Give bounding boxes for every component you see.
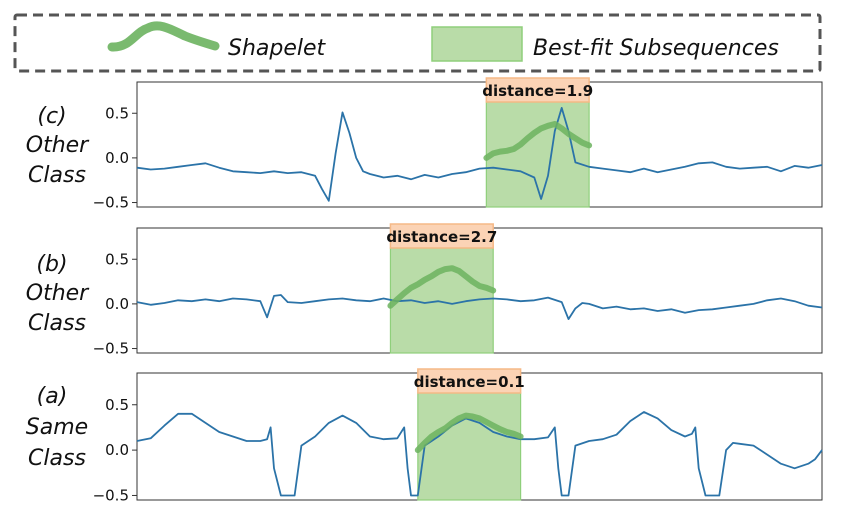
- panel-a-ytick-label: 0.5: [105, 396, 129, 414]
- panel-b-distance-label: distance=2.7: [386, 228, 497, 246]
- panel-c-label-line1: (c): [37, 104, 66, 129]
- panel-c-ytick-label: 0.5: [105, 104, 129, 122]
- panel-b-label-line1: (b): [36, 252, 67, 277]
- panel-a-time-series: [136, 411, 823, 497]
- legend-shapelet-label: Shapelet: [228, 36, 327, 61]
- panel-b-distance-box: [389, 223, 494, 249]
- panel-a-shapelet: [414, 412, 524, 454]
- panel-c-label-line2: Other: [26, 133, 90, 158]
- panel-a-label-line1: (a): [37, 384, 68, 409]
- panel-c-time-series: [136, 107, 823, 202]
- legend-subseq-label: Best-fit Subsequences: [533, 36, 779, 61]
- panel-b-time-series: [136, 294, 823, 320]
- panel-b: (b) Other Class 0.5 0.0 −0.5 distance=2.7: [26, 223, 823, 358]
- panel-a-distance-box: [417, 368, 522, 394]
- panel-a-ytick-label: −0.5: [93, 486, 129, 504]
- legend: Shapelet Best-fit Subsequences: [13, 13, 822, 73]
- panel-a-distance-label: distance=0.1: [414, 373, 525, 391]
- panel-a-ytick-label: 0.0: [105, 441, 129, 459]
- panel-c-shapelet: [483, 121, 593, 161]
- panel-c-ytick-label: −0.5: [93, 194, 129, 212]
- legend-frame: [13, 13, 822, 73]
- panel-b-ytick-label: 0.0: [105, 295, 129, 313]
- panel-a-label-line2: Same: [26, 415, 88, 440]
- panel-c-label-line3: Class: [28, 163, 86, 188]
- panel-c-distance-box: [485, 77, 590, 103]
- panel-c-ytick-label: 0.0: [105, 149, 129, 167]
- panel-c-plot-area: [136, 81, 823, 208]
- panel-b-shapelet: [387, 265, 497, 309]
- legend-subseq-swatch: [431, 26, 523, 62]
- panel-c: (c) Other Class 0.5 0.0 −0.5 distance=1.9: [26, 77, 823, 212]
- panel-a: (a) Same Class 0.5 0.0 −0.5 distance=0.1: [26, 368, 823, 504]
- panel-a-label-line3: Class: [28, 446, 86, 471]
- panel-b-label-line2: Other: [26, 281, 90, 306]
- panel-a-best-fit-region: [417, 392, 522, 501]
- panel-b-ytick-label: −0.5: [93, 340, 129, 358]
- panel-c-distance-label: distance=1.9: [482, 82, 593, 100]
- panel-b-ytick-label: 0.5: [105, 250, 129, 268]
- panel-b-label-line3: Class: [28, 311, 86, 336]
- legend-shapelet-swatch: [107, 21, 220, 52]
